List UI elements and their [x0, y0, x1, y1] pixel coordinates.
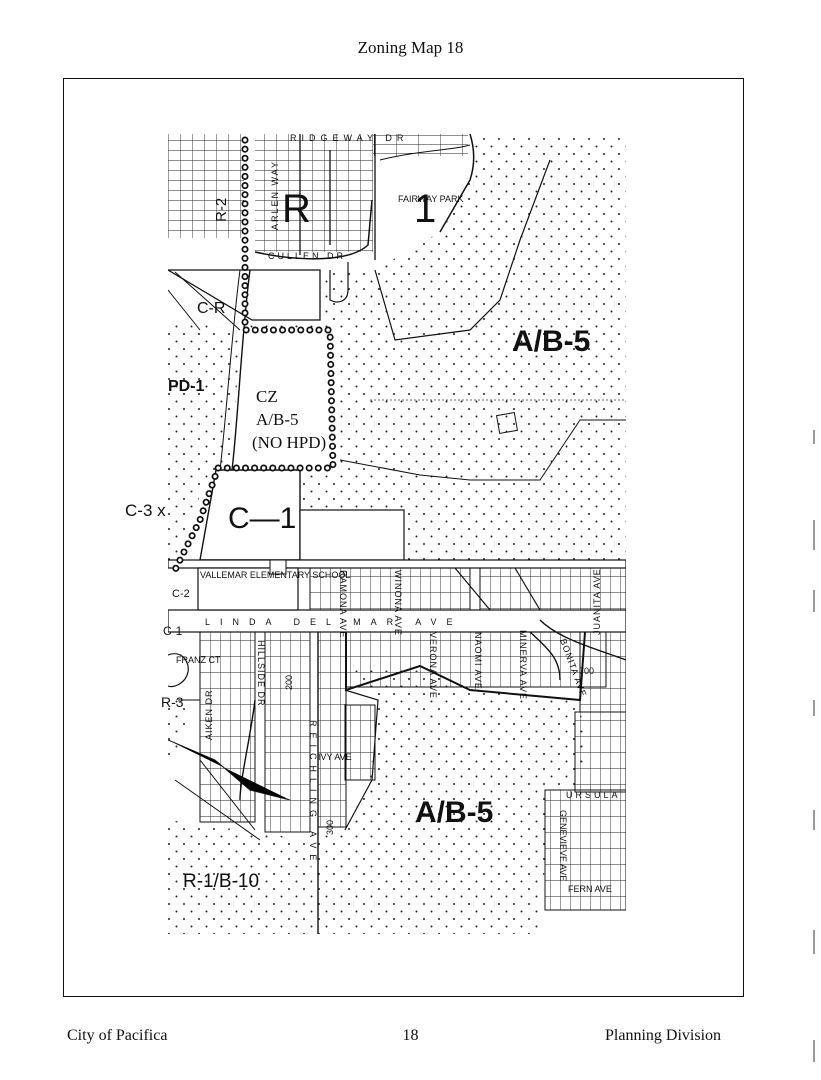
street-franz: FRANZ CT	[176, 655, 221, 665]
scan-edge-mark	[813, 930, 815, 954]
street-reichling: REICHLING AVE	[308, 720, 318, 866]
street-arlen: ARLEN WAY	[270, 160, 280, 230]
scan-edge-mark	[813, 430, 815, 444]
open-space-top	[250, 134, 626, 560]
footer-page-number: 18	[402, 1027, 419, 1044]
zone-label-no-hpd: (NO HPD)	[252, 433, 326, 452]
street-ramona: RAMONA AVE	[338, 570, 348, 638]
zone-label-r1: R	[282, 187, 311, 231]
parcel-number-300: 300	[325, 820, 335, 835]
street-hillside: HILLSIDE DR	[256, 640, 266, 707]
fairway-park-label: FAIRWAY PARK	[398, 194, 464, 204]
street-fern: FERN AVE	[568, 884, 612, 894]
scan-edge-mark	[813, 590, 815, 612]
zone-label-r1-num: 1	[414, 187, 436, 231]
parcel-number-700: 700	[579, 666, 594, 676]
street-ursula: URSULA	[566, 790, 621, 800]
zone-label-cr: C-R	[197, 300, 225, 317]
street-naomi: NAOMI AVE	[473, 632, 483, 690]
zone-label-ab5-bottom: A/B-5	[415, 796, 493, 829]
parcel-number-200: 200	[284, 675, 294, 690]
school-label: VALLEMAR ELEMENTARY SCHOOL	[200, 570, 350, 580]
zone-label-c1: C—1	[228, 502, 296, 535]
zone-label-ab5-top: A/B-5	[512, 325, 590, 358]
street-ivy: IVY AVE	[318, 752, 352, 762]
street-cullen: CULLEN DR	[268, 251, 346, 261]
zone-label-cz-ab5: A/B-5	[256, 410, 299, 429]
scan-edge-mark	[813, 700, 815, 716]
zone-label-c1-small: C-1	[163, 624, 183, 638]
footer-division: Planning Division	[605, 1027, 722, 1044]
street-genevieve: GENEVIEVE AVE	[558, 810, 568, 881]
street-ridgeway: RIDGEWAY DR	[290, 133, 408, 143]
street-verona: VERONA AVE	[428, 632, 438, 699]
scan-edge-mark	[813, 810, 815, 830]
map-frame	[63, 78, 744, 997]
zone-label-r3: R-3	[161, 694, 184, 710]
coastal-zone-boundary	[171, 136, 337, 574]
zone-label-r1-b10: R-1/B-10	[183, 871, 259, 892]
footer-city: City of Pacifica	[67, 1027, 168, 1044]
street-winona: WINONA AVE	[393, 570, 403, 636]
zone-label-r2: R-2	[213, 198, 230, 222]
page-title: Zoning Map 18	[357, 38, 464, 57]
scan-edge-mark	[813, 520, 815, 550]
zone-label-c2: C-2	[172, 588, 190, 600]
zone-label-cz: CZ	[256, 387, 278, 406]
zone-label-pd1: PD-1	[168, 378, 205, 395]
street-aiken: AIKEN DR	[204, 689, 214, 740]
zone-label-c3x: C-3 x	[125, 501, 166, 520]
street-juanita: JUANITA AVE	[592, 568, 602, 635]
street-linda-mar: LINDA DEL MAR AVE	[205, 617, 463, 627]
scan-edge-mark	[813, 1040, 815, 1062]
street-minerva: MINERVA AVE	[518, 630, 528, 700]
open-space-bottom	[318, 665, 585, 934]
